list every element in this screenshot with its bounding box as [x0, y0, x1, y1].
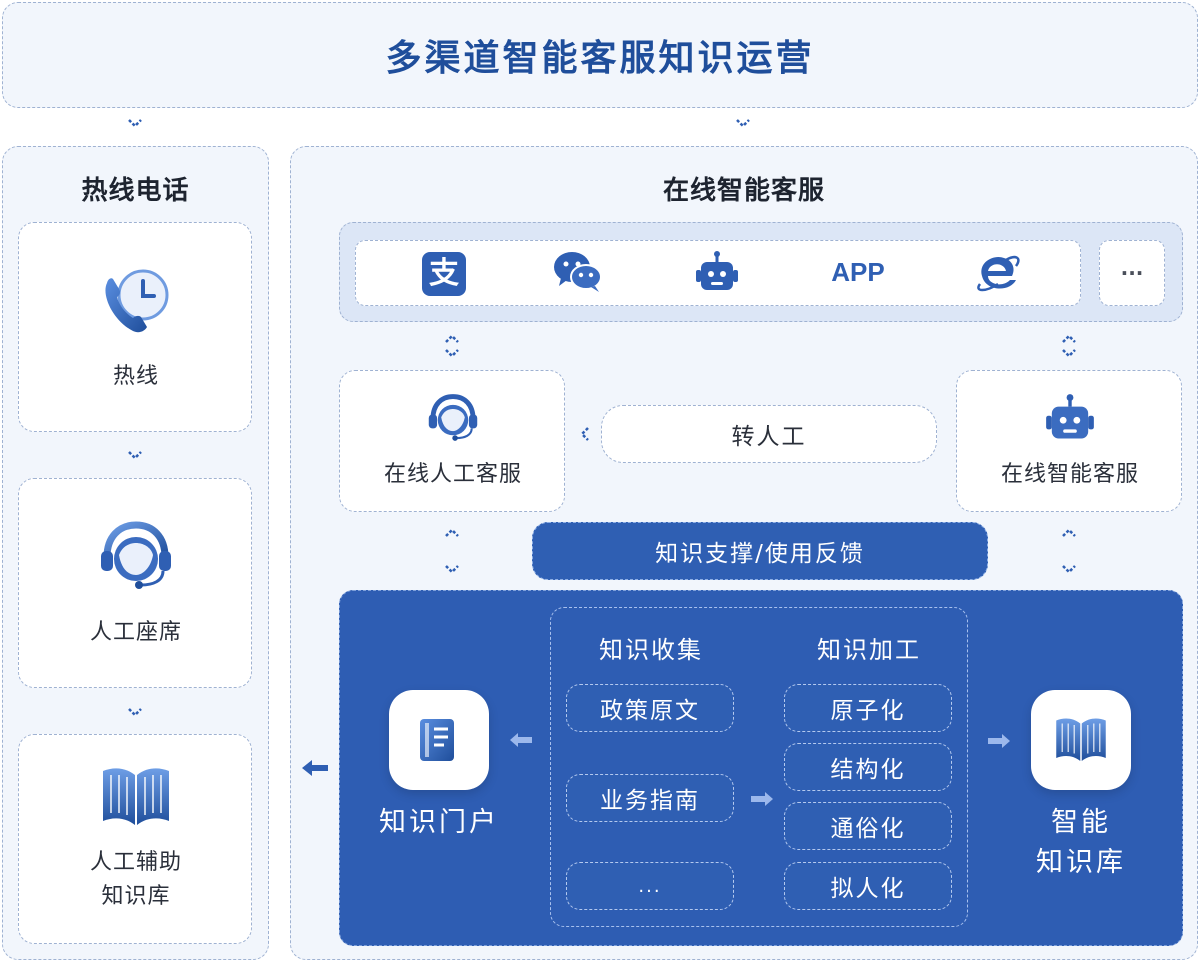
hotline-title: 热线电话: [81, 176, 190, 206]
agent-seat-card[interactable]: 人工座席: [18, 478, 252, 688]
chevron-down-icon: [128, 118, 142, 133]
process-item-label: 拟人化: [830, 876, 906, 902]
knowledge-support-label: 知识支撑/使用反馈: [655, 541, 865, 567]
more-channels-label: ···: [1120, 261, 1144, 285]
more-channels-button[interactable]: ···: [1099, 240, 1165, 306]
process-item-label: 原子化: [830, 698, 906, 724]
process-title: 知识加工: [817, 636, 921, 664]
headset-agent-icon: [426, 391, 480, 449]
document-icon: [420, 719, 454, 761]
alipay-glyph: 支: [429, 256, 459, 291]
chevron-down-icon: [128, 707, 142, 722]
title-banner: 多渠道智能客服知识运营: [2, 2, 1198, 108]
online-smart-label: 在线智能客服: [1000, 462, 1139, 487]
process-item[interactable]: 原子化: [784, 684, 952, 732]
process-item-label: 结构化: [830, 757, 906, 783]
ie-browser-icon[interactable]: [976, 252, 1020, 298]
chevron-down-icon: [128, 450, 142, 465]
headset-agent-icon: [97, 517, 175, 599]
wechat-icon[interactable]: [553, 250, 603, 298]
arrow-left-icon: [300, 758, 330, 782]
online-human-label: 在线人工客服: [383, 462, 522, 487]
double-chevron-icon: [1061, 334, 1077, 362]
alipay-icon[interactable]: 支: [422, 252, 466, 296]
knowledge-process-area: [550, 607, 968, 927]
hotline-label: 热线: [112, 364, 159, 389]
smart-kb-label-line1: 智能: [1051, 807, 1111, 838]
assist-kb-card[interactable]: 人工辅助 知识库: [18, 734, 252, 944]
knowledge-portal-tile[interactable]: [389, 690, 489, 790]
collect-item-label: 业务指南: [600, 788, 700, 814]
process-item[interactable]: 通俗化: [784, 802, 952, 850]
collect-item[interactable]: ...: [566, 862, 734, 910]
process-item[interactable]: 拟人化: [784, 862, 952, 910]
phone-clock-icon: [99, 265, 173, 343]
collect-item[interactable]: 业务指南: [566, 774, 734, 822]
app-label: APP: [831, 256, 885, 287]
knowledge-support-bar: 知识支撑/使用反馈: [532, 522, 988, 580]
online-human-card[interactable]: 在线人工客服: [339, 370, 565, 512]
chevron-left-icon: [578, 426, 590, 446]
agent-seat-label: 人工座席: [89, 620, 182, 645]
arrow-left-icon: [508, 730, 534, 755]
arrow-right-icon: [986, 732, 1012, 754]
knowledge-portal-label: 知识门户: [379, 807, 499, 838]
double-chevron-icon: [444, 528, 460, 578]
collect-item-label: ...: [638, 875, 662, 897]
robot-icon: [1045, 393, 1095, 447]
page-title: 多渠道智能客服知识运营: [385, 38, 815, 79]
collect-title: 知识收集: [599, 636, 703, 664]
smart-kb-label-line2: 知识库: [1036, 847, 1126, 878]
open-book-icon: [99, 765, 173, 833]
hotline-card[interactable]: 热线: [18, 222, 252, 432]
collect-item[interactable]: 政策原文: [566, 684, 734, 732]
online-smart-card[interactable]: 在线智能客服: [956, 370, 1182, 512]
collect-item-label: 政策原文: [600, 698, 700, 724]
double-chevron-icon: [1061, 528, 1077, 578]
online-title: 在线智能客服: [662, 176, 825, 206]
open-book-icon: [1056, 718, 1106, 761]
process-item[interactable]: 结构化: [784, 743, 952, 791]
transfer-to-human[interactable]: 转人工: [601, 405, 937, 463]
arrow-right-icon: [749, 790, 775, 812]
process-item-label: 通俗化: [830, 816, 906, 842]
double-chevron-icon: [444, 334, 460, 362]
transfer-label: 转人工: [731, 424, 807, 450]
assist-kb-label-line2: 知识库: [101, 884, 171, 909]
chevron-down-icon: [736, 118, 750, 133]
assist-kb-label-line1: 人工辅助: [89, 850, 182, 875]
robot-icon[interactable]: [695, 250, 739, 298]
smart-kb-tile[interactable]: [1031, 690, 1131, 790]
app-icon[interactable]: APP: [822, 254, 894, 290]
